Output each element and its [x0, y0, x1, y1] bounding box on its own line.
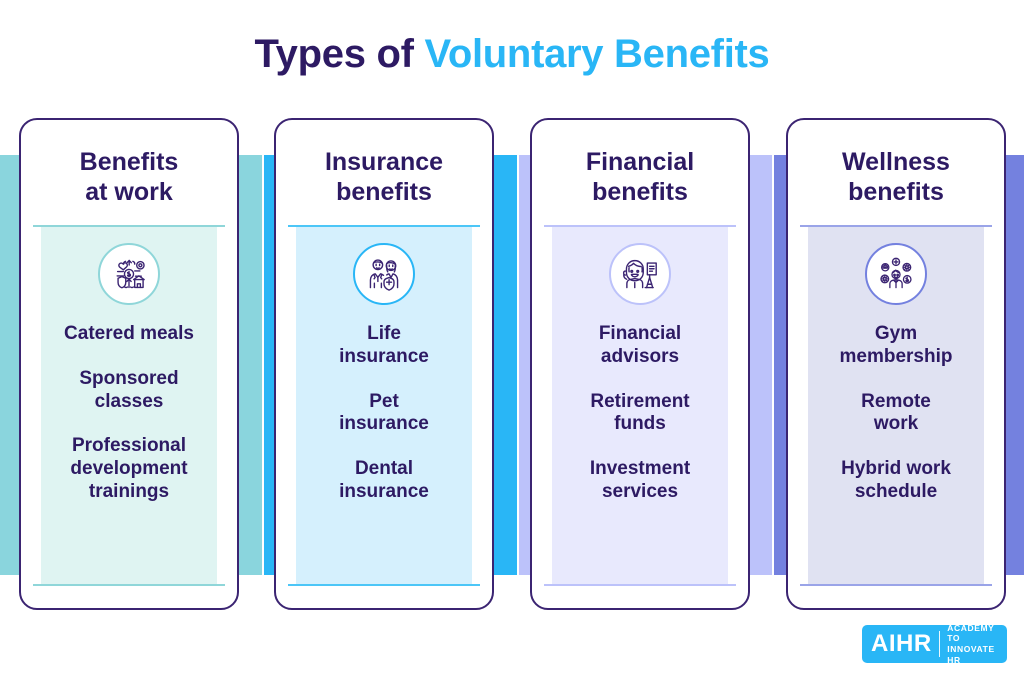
stripe-teal-mid [236, 155, 262, 575]
card-bottom-line-insurance-benefits [288, 584, 480, 586]
logo-wordmark: AIHR [871, 630, 932, 657]
list-item: Investment services [589, 458, 691, 502]
card-divider-benefits-at-work [33, 225, 225, 227]
card-title-insurance-benefits: Insurance benefits [324, 148, 444, 206]
list-item: Dental insurance [339, 458, 429, 502]
page-title: Types of Voluntary Benefits [0, 32, 1024, 76]
logo-tagline-line2: Innovate HR [947, 644, 995, 665]
logo-divider [938, 631, 941, 657]
page-title-part2: Voluntary Benefits [424, 32, 770, 76]
card-title-financial-benefits: Financial benefits [585, 148, 695, 206]
page-title-part1: Types of [254, 32, 425, 76]
list-item: Pet insurance [339, 390, 429, 435]
list-item: Gym membership [839, 323, 953, 367]
list-item: Life insurance [339, 323, 429, 367]
list-item: Catered meals [64, 323, 194, 344]
card-divider-wellness-benefits [800, 225, 992, 227]
card-bottom-line-wellness-benefits [800, 584, 992, 586]
logo-tagline: Academy to Innovate HR [947, 623, 998, 666]
list-item: Retirement funds [590, 390, 690, 435]
card-title-benefits-at-work: Benefits at work [79, 148, 179, 206]
card-divider-insurance-benefits [288, 225, 480, 227]
advisor-document-icon [609, 243, 671, 305]
list-item: Hybrid work schedule [841, 458, 951, 502]
stripe-periwinkle-b [746, 155, 772, 575]
stripe-slate-right [1001, 155, 1024, 575]
list-item: Financial advisors [598, 323, 682, 367]
logo-tagline-line1: Academy to [947, 622, 995, 644]
list-item: Remote work [861, 390, 931, 435]
couple-medical-shield-icon [353, 243, 415, 305]
person-benefits-gears-icon [865, 243, 927, 305]
card-divider-financial-benefits [544, 225, 736, 227]
stripe-cyan-b [491, 155, 517, 575]
list-item: Professional development trainings [70, 435, 188, 502]
aihr-logo[interactable]: AIHR Academy to Innovate HR [862, 623, 1007, 666]
benefits-network-icon [98, 243, 160, 305]
card-bottom-line-benefits-at-work [33, 584, 225, 586]
list-item: Sponsored classes [79, 367, 179, 412]
card-title-wellness-benefits: Wellness benefits [842, 148, 950, 206]
card-bottom-line-financial-benefits [544, 584, 736, 586]
